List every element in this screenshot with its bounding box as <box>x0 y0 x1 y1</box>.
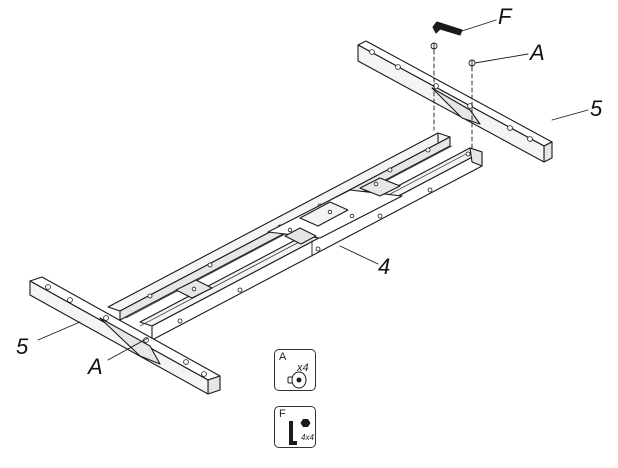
hardware-quantity: x4 <box>297 362 309 374</box>
bracket-left <box>29 276 221 395</box>
bolt-icon <box>287 371 307 389</box>
hardware-box-f: F 4x4 <box>274 406 316 448</box>
hardware-quantity: 4x4 <box>301 433 314 442</box>
hex-key-icon <box>432 21 463 36</box>
callout-bolt-top: A <box>530 40 545 65</box>
hardware-letter: A <box>279 351 287 363</box>
callout-bolt-bottom: A <box>88 354 103 379</box>
bolt-icon <box>430 42 476 67</box>
hardware-letter: F <box>279 408 286 420</box>
mount-plate-center <box>267 177 403 245</box>
mount-plate-left <box>175 279 213 299</box>
callout-bracket-right: 5 <box>590 96 603 121</box>
assembly-guide-lines <box>433 49 473 149</box>
callout-rail: 4 <box>378 254 391 279</box>
hex-key-icon <box>289 419 311 445</box>
callout-bracket-left: 5 <box>16 334 29 359</box>
leader-lines <box>37 19 589 361</box>
hardware-box-a: A x4 <box>274 349 316 391</box>
bracket-right <box>357 40 553 163</box>
callout-wrench: F <box>498 4 512 29</box>
